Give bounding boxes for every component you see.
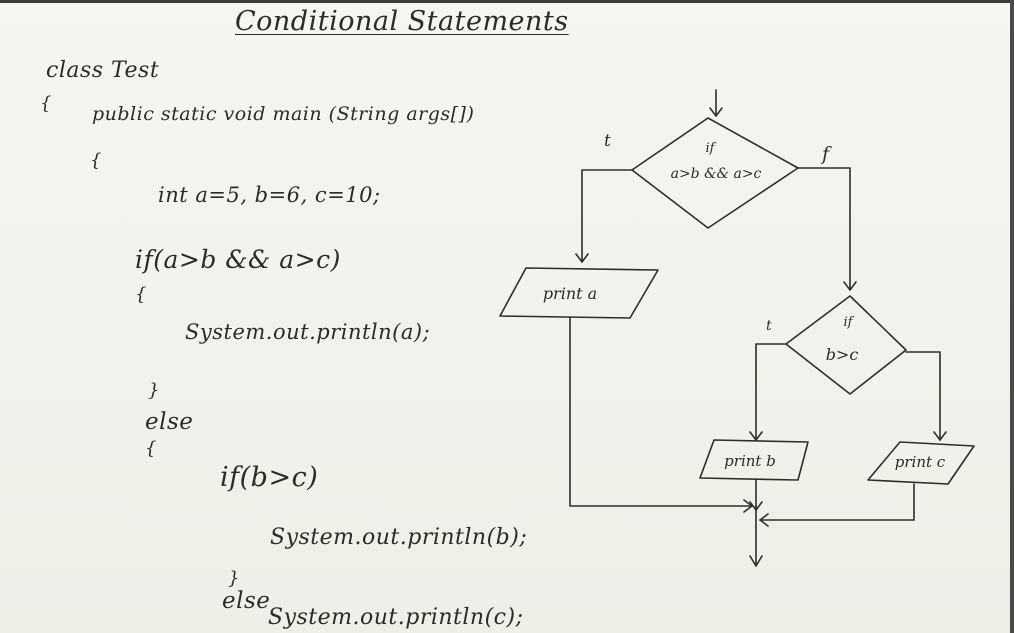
decision-1-false-line <box>797 167 851 291</box>
code-brace-open: { <box>90 150 102 171</box>
decision-1-if-label: if <box>706 141 717 156</box>
decision-2-true-line <box>755 343 787 441</box>
code-if-b-condition: if(b>c) <box>220 462 319 493</box>
decision-2-if-label: if <box>844 315 855 330</box>
decision-1-true-arrowhead <box>575 253 589 263</box>
entry-arrowhead <box>709 107 723 117</box>
code-print-a: System.out.println(a); <box>185 320 431 344</box>
print-c-merge-arrowhead <box>759 513 769 527</box>
print-a-box <box>499 267 659 319</box>
code-if-condition: if(a>b && a>c) <box>135 245 341 274</box>
code-else-2: else <box>222 588 271 614</box>
code-declaration: int a=5, b=6, c=10; <box>158 183 381 207</box>
code-brace-open: { <box>135 284 147 305</box>
code-class-line: class Test <box>46 58 160 83</box>
decision-1-false-arrowhead <box>843 281 857 291</box>
code-brace-close: } <box>228 568 240 589</box>
decision-1-false-label: f <box>820 143 832 165</box>
code-brace-open: { <box>145 438 157 459</box>
decision-1-true-label: t <box>604 131 611 151</box>
right-frame-edge <box>1010 0 1014 633</box>
code-else: else <box>145 409 194 435</box>
decision-1-true-line <box>581 169 633 263</box>
exit-arrowhead <box>749 555 763 567</box>
print-b-label: print b <box>724 452 776 470</box>
print-c-label: print c <box>895 453 946 471</box>
print-a-label: print a <box>543 284 597 303</box>
decision-2-true-label: t <box>766 318 772 334</box>
page-title: Conditional Statements <box>235 6 569 37</box>
code-brace-open: { <box>40 93 52 114</box>
top-frame-edge <box>0 0 1014 3</box>
decision-2-false-line <box>905 351 941 441</box>
print-b-box <box>699 439 809 481</box>
code-print-b: System.out.println(b); <box>270 525 528 550</box>
decision-2-false-arrowhead <box>933 431 947 441</box>
code-print-c: System.out.println(c); <box>268 605 524 630</box>
decision-1-condition: a>b && a>c <box>671 166 762 182</box>
code-main-signature: public static void main (String args[]) <box>92 103 475 125</box>
decision-2-diamond <box>785 295 907 395</box>
decision-2-true-arrowhead <box>749 431 763 441</box>
decision-2-condition: b>c <box>826 345 859 364</box>
print-c-to-merge-line <box>759 483 915 521</box>
decision-1-diamond <box>631 117 799 229</box>
code-brace-close: } <box>148 380 160 401</box>
print-c-box <box>867 441 975 485</box>
print-a-to-merge-line <box>569 317 753 507</box>
